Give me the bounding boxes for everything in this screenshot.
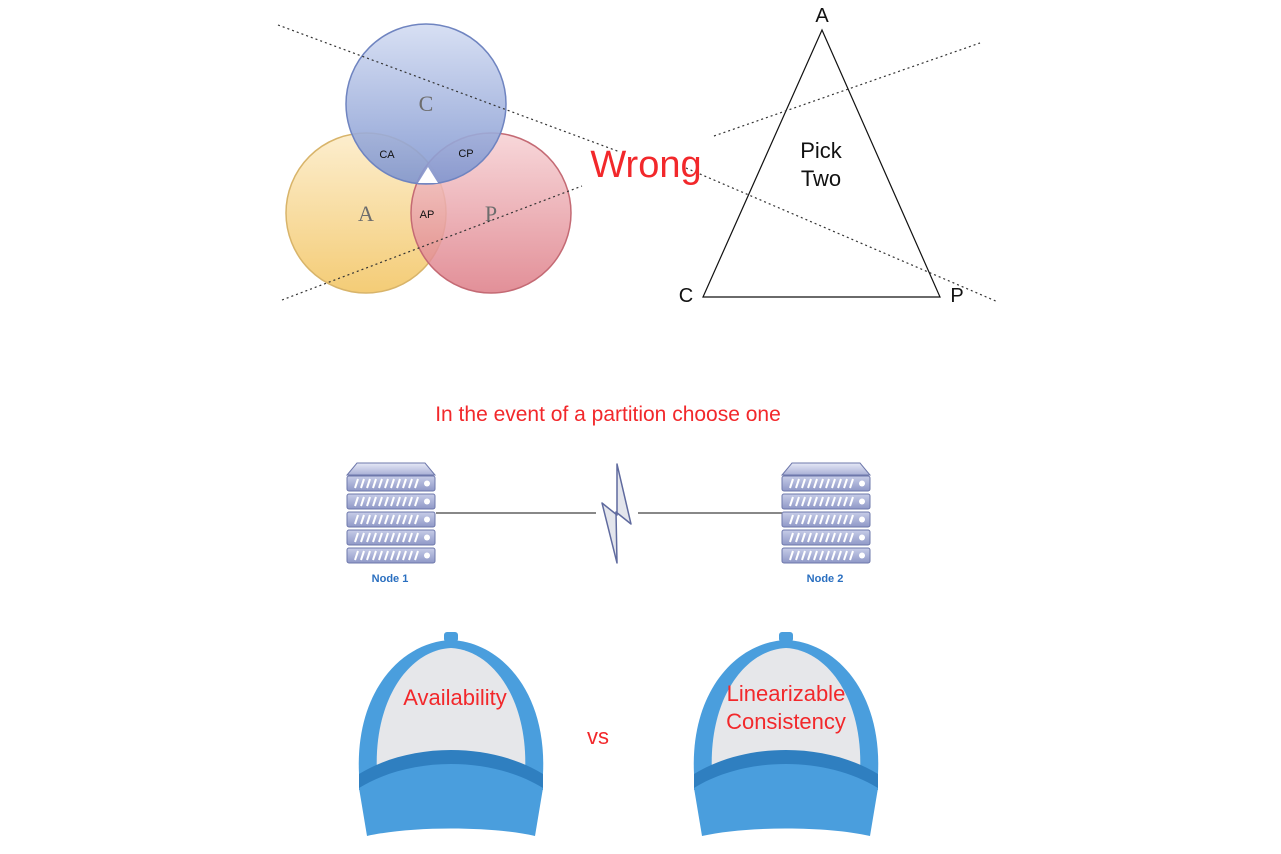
node-1-server-icon [347, 463, 435, 563]
triangle-caption-line1: Pick [800, 138, 843, 163]
venn-center-gap [418, 167, 438, 183]
venn-label-a: A [358, 201, 374, 226]
pick-two-triangle: A C P Pick Two [679, 5, 964, 307]
venn-label-c: C [419, 91, 434, 116]
triangle-shape [702, 28, 941, 298]
cross-out-lines [277, 24, 999, 303]
cross-out-line-left-ascending [281, 185, 583, 301]
venn-circle-c [345, 23, 507, 185]
network-link [436, 463, 782, 564]
cross-out-line-right-ascending [713, 42, 981, 137]
venn-label-ap: AP [420, 209, 435, 221]
cross-out-line-left-descending [277, 24, 621, 153]
triangle-vertex-a: A [815, 5, 829, 27]
venn-diagram: C A P CA CP AP [285, 23, 572, 294]
venn-label-cp: CP [458, 148, 473, 160]
node-1-label: Node 1 [372, 573, 409, 585]
node-2-label: Node 2 [807, 573, 844, 585]
cross-out-line-right-descending [685, 167, 999, 303]
triangle-caption-line2: Two [801, 166, 841, 191]
consistency-hat-icon [693, 632, 879, 836]
triangle-vertex-c: C [679, 285, 693, 307]
venn-label-ca: CA [379, 149, 395, 161]
partition-heading: In the event of a partition choose one [435, 403, 781, 426]
availability-hat-label: Availability [403, 685, 507, 710]
vs-label: vs [587, 724, 609, 749]
consistency-hat-label-line2: Consistency [726, 709, 846, 734]
node-2-server-icon [782, 463, 870, 563]
availability-hat-icon [358, 632, 544, 836]
venn-label-p: P [485, 201, 497, 226]
wrong-label: Wrong [590, 144, 701, 186]
triangle-vertex-p: P [950, 285, 963, 307]
consistency-hat-label-line1: Linearizable [727, 681, 846, 706]
lightning-icon [601, 463, 632, 564]
